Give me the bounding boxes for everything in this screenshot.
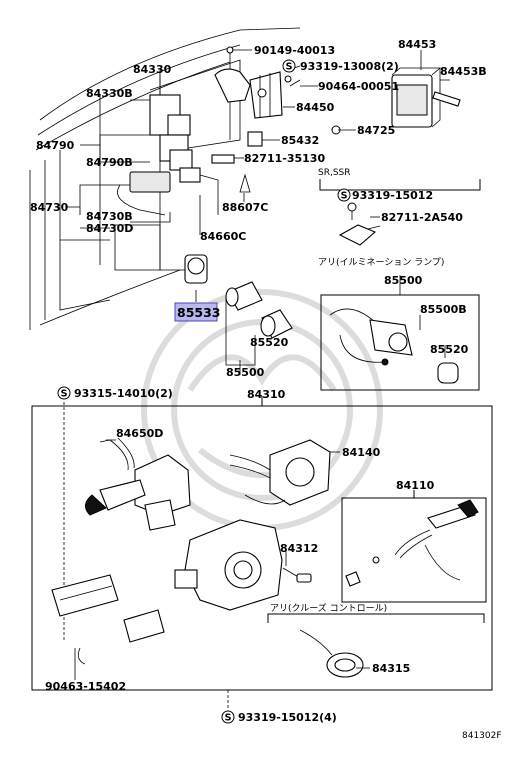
label-85520-right[interactable]: 85520 xyxy=(430,343,469,356)
screw-s-symbol-4: S xyxy=(225,713,232,724)
label-90464-00051[interactable]: 90464-00051 xyxy=(318,80,399,93)
label-93319-15012[interactable]: 93319-15012 xyxy=(352,189,433,202)
note-illumination-lamp: アリ(イルミネーション ランプ) xyxy=(318,257,444,268)
part-labels: 84453 84453B 90149-40013 93319-13008(2) … xyxy=(30,38,502,741)
screw-s-symbol-3: S xyxy=(61,389,68,400)
screw-s-symbol-2: S xyxy=(341,191,348,202)
screw-symbols: S S S S xyxy=(57,59,351,724)
label-84140[interactable]: 84140 xyxy=(342,446,381,459)
label-84310[interactable]: 84310 xyxy=(247,388,286,401)
label-90149-40013[interactable]: 90149-40013 xyxy=(254,44,335,57)
label-85500-mid[interactable]: 85500 xyxy=(226,366,265,379)
label-93319-13008[interactable]: 93319-13008(2) xyxy=(300,60,399,73)
label-84453[interactable]: 84453 xyxy=(398,38,436,51)
label-84110[interactable]: 84110 xyxy=(396,479,435,492)
label-84730b[interactable]: 84730B xyxy=(86,210,133,223)
label-85520-mid[interactable]: 85520 xyxy=(250,336,289,349)
bracket-assembly-84450 xyxy=(211,46,341,193)
label-90463-15402[interactable]: 90463-15402 xyxy=(45,680,126,693)
label-84730[interactable]: 84730 xyxy=(30,201,69,214)
label-93315-14010[interactable]: 93315-14010(2) xyxy=(74,387,173,400)
figure-code: 841302F xyxy=(462,731,502,741)
label-85533[interactable]: 85533 xyxy=(177,305,221,320)
label-85500b[interactable]: 85500B xyxy=(420,303,467,316)
label-84725[interactable]: 84725 xyxy=(357,124,395,137)
note-sr-ssr: SR,SSR xyxy=(318,168,351,178)
label-93319-15012-4[interactable]: 93319-15012(4) xyxy=(238,711,337,724)
label-88607c[interactable]: 88607C xyxy=(222,201,268,214)
switch-84453 xyxy=(391,67,461,128)
combination-switch-group xyxy=(31,396,493,710)
note-cruise-control: アリ(クルーズ コントロール) xyxy=(270,602,387,614)
label-84730d[interactable]: 84730D xyxy=(86,222,133,235)
dashboard-assembly xyxy=(29,27,301,330)
label-84312[interactable]: 84312 xyxy=(280,542,318,555)
highlight-85533 xyxy=(174,302,218,322)
label-84650d[interactable]: 84650D xyxy=(116,427,163,440)
label-82711-35130[interactable]: 82711-35130 xyxy=(244,152,325,165)
label-84453b[interactable]: 84453B xyxy=(440,65,487,78)
label-82711-2a540[interactable]: 82711-2A540 xyxy=(381,211,463,224)
label-84660c[interactable]: 84660C xyxy=(200,230,246,243)
label-84315[interactable]: 84315 xyxy=(372,662,410,675)
label-85432[interactable]: 85432 xyxy=(281,134,319,147)
socket-bulb-parts xyxy=(225,281,293,375)
screw-s-symbol-1: S xyxy=(286,62,293,73)
label-85500-top[interactable]: 85500 xyxy=(384,274,423,287)
sr-ssr-box xyxy=(319,179,481,246)
label-84330[interactable]: 84330 xyxy=(133,63,172,76)
label-84330b[interactable]: 84330B xyxy=(86,87,133,100)
label-84450[interactable]: 84450 xyxy=(296,101,335,114)
label-84790[interactable]: 84790 xyxy=(36,139,75,152)
label-84790b[interactable]: 84790B xyxy=(86,156,133,169)
